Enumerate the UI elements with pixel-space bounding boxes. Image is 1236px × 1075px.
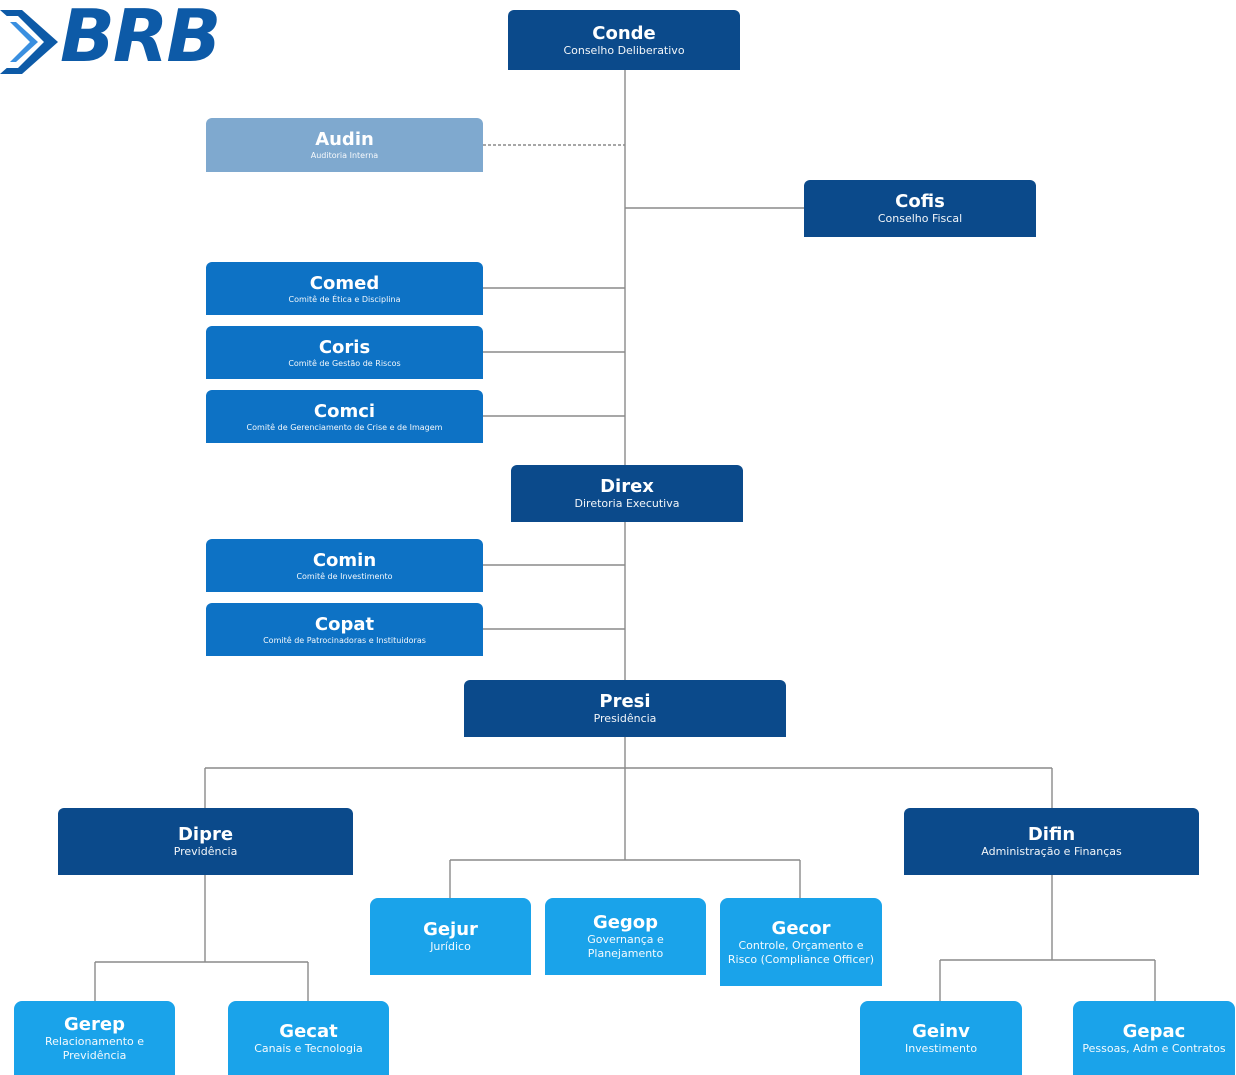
- node-presi: Presi Presidência: [464, 680, 786, 737]
- node-coris-full: Comitê de Gestão de Riscos: [288, 358, 401, 368]
- node-difin-full: Administração e Finanças: [981, 845, 1122, 858]
- node-gepac: Gepac Pessoas, Adm e Contratos: [1073, 1001, 1235, 1075]
- brb-logo: BRB: [0, 0, 240, 80]
- node-cofis-abbr: Cofis: [895, 191, 945, 212]
- node-comin-full: Comitê de Investimento: [296, 571, 393, 581]
- node-audin: Audin Auditoria Interna: [206, 118, 483, 172]
- node-direx-abbr: Direx: [600, 476, 654, 497]
- node-conde-full: Conselho Deliberativo: [563, 43, 685, 57]
- node-dipre-abbr: Dipre: [177, 824, 234, 845]
- node-audin-abbr: Audin: [315, 129, 374, 150]
- node-gejur-full: Jurídico: [430, 940, 471, 953]
- node-audin-full: Auditoria Interna: [310, 151, 379, 160]
- node-comed-abbr: Comed: [309, 272, 380, 294]
- node-coris-abbr: Coris: [318, 336, 371, 358]
- node-comci-abbr: Comci: [313, 400, 376, 422]
- logo-arrow-icon: [0, 10, 58, 74]
- node-comci: Comci Comitê de Gerenciamento de Crise e…: [206, 390, 483, 443]
- node-direx-full: Diretoria Executiva: [574, 497, 680, 510]
- node-gerep: Gerep Relacionamento e Previdência: [14, 1001, 175, 1075]
- node-gepac-abbr: Gepac: [1122, 1020, 1186, 1042]
- node-gejur-abbr: Gejur: [423, 919, 478, 940]
- node-copat-full: Comitê de Patrocinadoras e Instituidoras: [263, 635, 426, 645]
- node-gepac-full: Pessoas, Adm e Contratos: [1082, 1041, 1226, 1055]
- node-comin-abbr: Comin: [312, 549, 377, 571]
- node-conde-abbr: Conde: [592, 22, 656, 44]
- node-dipre-full: Previdência: [173, 845, 238, 858]
- node-gerep-abbr: Gerep: [64, 1013, 125, 1035]
- node-gecor: Gecor Controle, Orçamento e Risco (Compl…: [720, 898, 882, 986]
- node-gegop-full: Governança e Planejamento: [587, 933, 664, 960]
- node-cofis: Cofis Conselho Fiscal: [804, 180, 1036, 237]
- node-presi-full: Presidência: [593, 712, 657, 725]
- node-copat-abbr: Copat: [314, 613, 375, 635]
- node-gecat: Gecat Canais e Tecnologia: [228, 1001, 389, 1075]
- node-gerep-full: Relacionamento e Previdência: [44, 1034, 145, 1062]
- node-gecat-full: Canais e Tecnologia: [254, 1041, 363, 1055]
- node-direx: Direx Diretoria Executiva: [511, 465, 743, 522]
- node-geinv-full: Investimento: [904, 1041, 978, 1055]
- node-cofis-full: Conselho Fiscal: [877, 212, 963, 225]
- node-gecat-abbr: Gecat: [279, 1020, 338, 1042]
- node-comed-full: Comitê de Ética e Disciplina: [288, 294, 401, 304]
- node-gecor-abbr: Gecor: [771, 917, 831, 939]
- node-gecor-full: Controle, Orçamento e Risco (Compliance …: [727, 938, 875, 966]
- node-geinv-abbr: Geinv: [912, 1020, 970, 1042]
- node-conde: Conde Conselho Deliberativo: [508, 10, 740, 70]
- node-presi-abbr: Presi: [599, 691, 651, 712]
- node-geinv: Geinv Investimento: [860, 1001, 1022, 1075]
- node-difin: Difin Administração e Finanças: [904, 808, 1199, 875]
- node-coris: Coris Comitê de Gestão de Riscos: [206, 326, 483, 379]
- node-comed: Comed Comitê de Ética e Disciplina: [206, 262, 483, 315]
- logo-text: BRB: [60, 0, 221, 78]
- node-gejur: Gejur Jurídico: [370, 898, 531, 975]
- node-difin-abbr: Difin: [1027, 824, 1076, 845]
- node-comin: Comin Comitê de Investimento: [206, 539, 483, 592]
- node-copat: Copat Comitê de Patrocinadoras e Institu…: [206, 603, 483, 656]
- node-gegop: Gegop Governança e Planejamento: [545, 898, 706, 975]
- node-comci-full: Comitê de Gerenciamento de Crise e de Im…: [246, 422, 443, 432]
- node-gegop-abbr: Gegop: [592, 912, 659, 933]
- node-dipre: Dipre Previdência: [58, 808, 353, 875]
